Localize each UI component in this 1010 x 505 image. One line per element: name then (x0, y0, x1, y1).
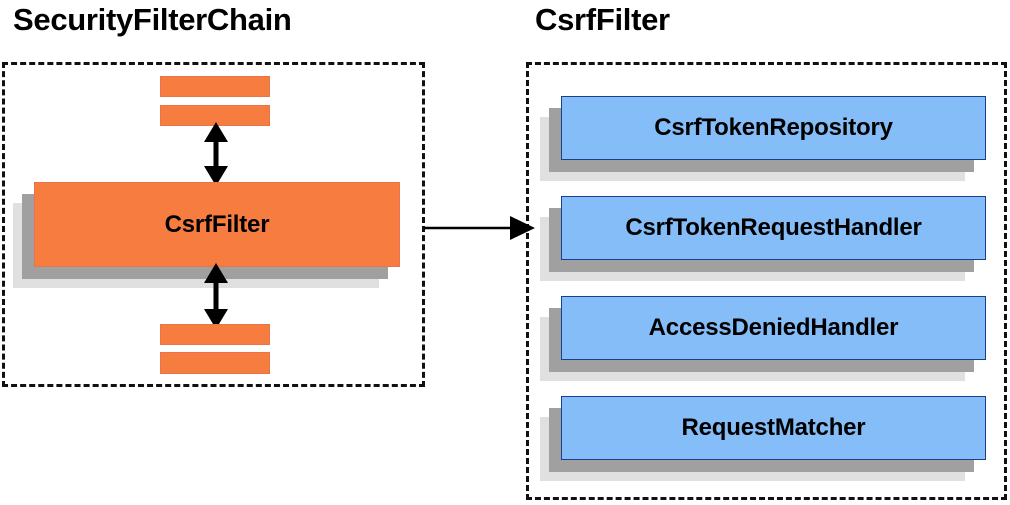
node-csrffilter[interactable]: CsrfFilter (13, 182, 400, 288)
node-csrftokenrequesthandler[interactable]: CsrfTokenRequestHandler (540, 196, 986, 281)
filter-bar-below-1 (160, 324, 270, 345)
right-panel-title: CsrfFilter (535, 2, 670, 37)
csrf-filter-panel (526, 62, 1007, 500)
node-csrftokenrepository[interactable]: CsrfTokenRepository (540, 96, 986, 181)
node-csrffilter-label: CsrfFilter (34, 182, 400, 267)
node-requestmatcher[interactable]: RequestMatcher (540, 396, 986, 481)
node-accessdeniedhandler[interactable]: AccessDeniedHandler (540, 296, 986, 381)
node-csrftokenrepository-label: CsrfTokenRepository (561, 96, 986, 160)
left-panel-title: SecurityFilterChain (13, 2, 292, 37)
cross-panel-arrow-icon (424, 216, 535, 240)
node-requestmatcher-label: RequestMatcher (561, 396, 986, 460)
security-filter-chain-panel (2, 62, 425, 387)
node-csrftokenrequesthandler-label: CsrfTokenRequestHandler (561, 196, 986, 260)
filter-bar-below-2 (160, 352, 270, 374)
double-headed-arrow-above-icon (204, 122, 228, 186)
filter-bar-above-1 (160, 76, 270, 97)
node-accessdeniedhandler-label: AccessDeniedHandler (561, 296, 986, 360)
double-headed-arrow-below-icon (204, 263, 228, 329)
